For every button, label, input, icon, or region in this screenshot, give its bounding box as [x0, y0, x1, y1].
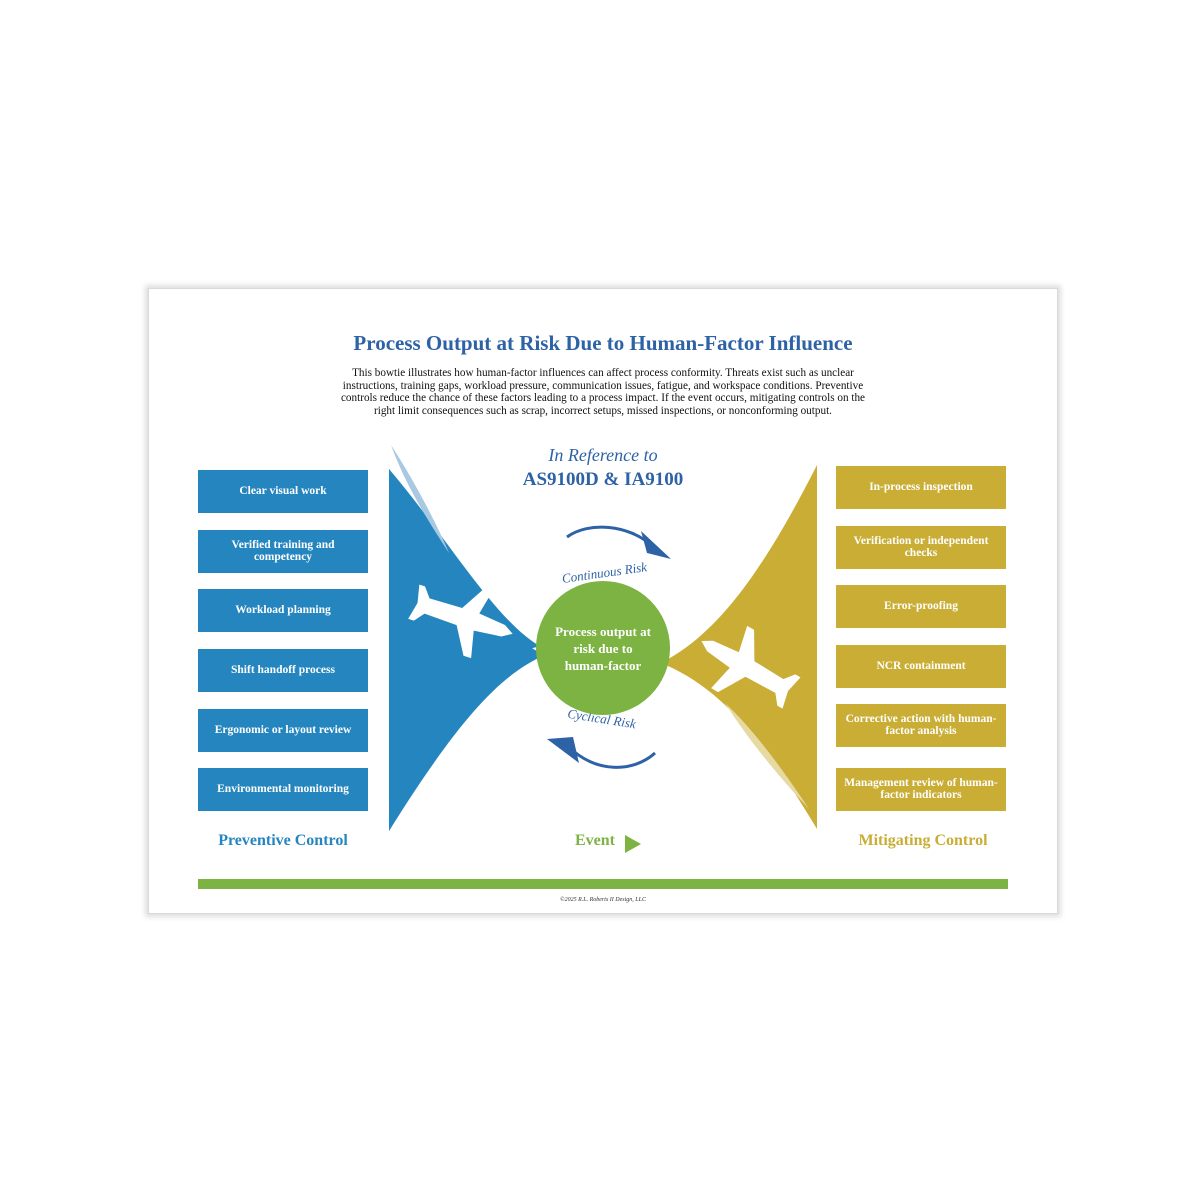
- event-heading: Event: [575, 832, 615, 849]
- mitigating-item: Management review of human-factor indica…: [836, 768, 1006, 811]
- bowtie-graphic: Continuous Risk Cyclical Risk: [389, 445, 817, 853]
- copyright: ©2025 R.L. Roberts II Design, LLC: [560, 897, 646, 903]
- mitigating-item: NCR containment: [836, 645, 1006, 688]
- mitigating-item: Error-proofing: [836, 585, 1006, 628]
- event-center-text: Process output at risk due to human-fact…: [555, 623, 651, 673]
- preventive-item: Shift handoff process: [198, 649, 368, 692]
- right-wing: [661, 465, 817, 829]
- curved-arrow-bottom-icon: [547, 737, 657, 769]
- event-circle: Process output at risk due to human-fact…: [536, 581, 670, 715]
- preventive-item: Verified training and competency: [198, 530, 368, 573]
- footer-divider: [198, 879, 1008, 889]
- preventive-item: Workload planning: [198, 589, 368, 632]
- mitigating-item: Verification or independent checks: [836, 526, 1006, 569]
- preventive-item: Ergonomic or layout review: [198, 709, 368, 752]
- jet-silhouette-right-icon: [701, 625, 801, 709]
- preventive-heading: Preventive Control: [218, 832, 348, 849]
- description: This bowtie illustrates how human-factor…: [340, 367, 866, 417]
- bowtie-card: Process Output at Risk Due to Human-Fact…: [148, 288, 1058, 914]
- preventive-item: Clear visual work: [198, 470, 368, 513]
- mitigating-item: In-process inspection: [836, 466, 1006, 509]
- curved-arrow-top-icon: [566, 525, 671, 559]
- preventive-item: Environmental monitoring: [198, 768, 368, 811]
- right-streak: [725, 703, 809, 809]
- mitigating-heading: Mitigating Control: [858, 832, 988, 849]
- page-title: Process Output at Risk Due to Human-Fact…: [353, 331, 853, 355]
- play-triangle-icon: [625, 835, 641, 853]
- reference-line-2: AS9100D & IA9100: [522, 469, 684, 490]
- mitigating-item: Corrective action with human-factor anal…: [836, 704, 1006, 747]
- reference-line-1: In Reference to: [548, 445, 658, 465]
- left-streak: [391, 445, 449, 553]
- jet-silhouette-left-icon: [408, 584, 513, 659]
